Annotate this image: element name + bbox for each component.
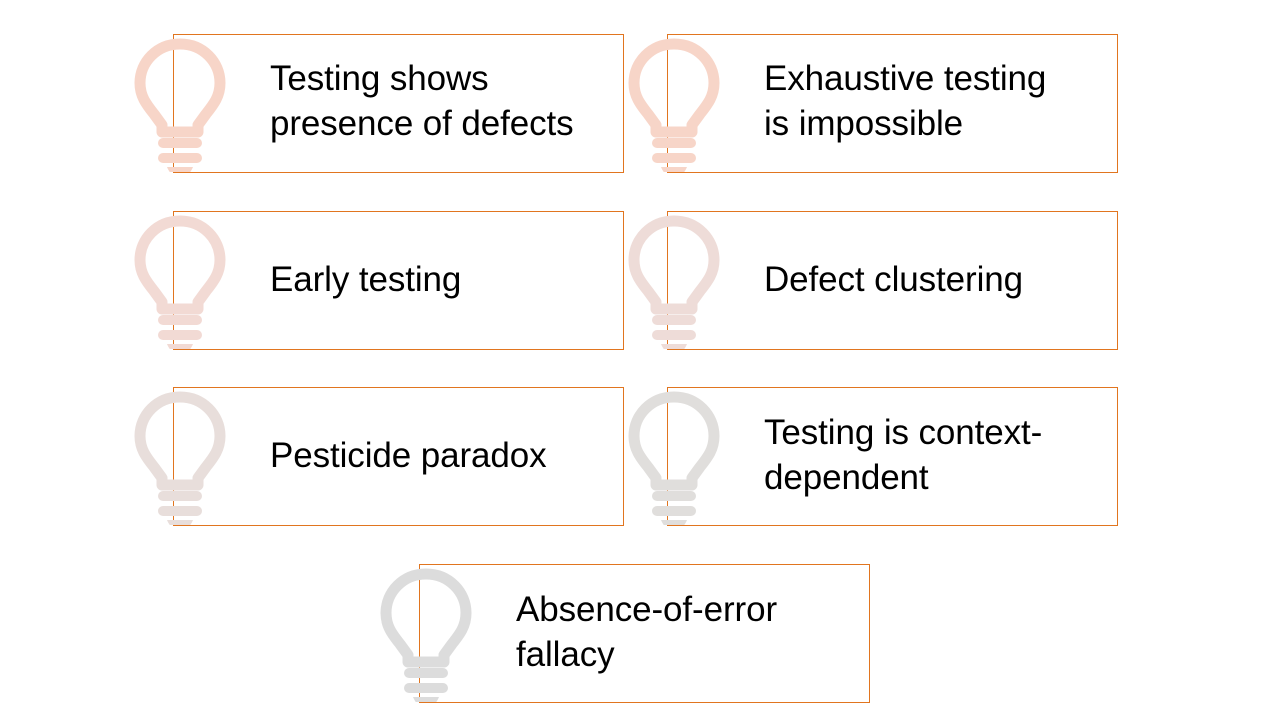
principle-card-label: Absence-of-error fallacy <box>516 589 778 674</box>
principle-card-label: Testing shows presence of defects <box>270 58 574 143</box>
principle-card-absence-of-error-fallacy[interactable]: Absence-of-error fallacy <box>380 564 870 703</box>
principle-card-testing-is-context-dependent[interactable]: Testing is context- dependent <box>628 387 1118 526</box>
principle-card-label: Testing is context- dependent <box>764 412 1043 497</box>
principle-card-label: Defect clustering <box>764 260 1023 300</box>
principle-card-testing-shows-presence-of-defects[interactable]: Testing shows presence of defects <box>134 34 624 173</box>
principle-card-label: Exhaustive testing is impossible <box>764 58 1047 143</box>
principle-card-defect-clustering[interactable]: Defect clustering <box>628 211 1118 350</box>
principle-card-label: Early testing <box>270 260 462 300</box>
principle-card-exhaustive-testing-is-impossible[interactable]: Exhaustive testing is impossible <box>628 34 1118 173</box>
principle-card-early-testing[interactable]: Early testing <box>134 211 624 350</box>
principle-card-label: Pesticide paradox <box>270 436 547 476</box>
principle-card-pesticide-paradox[interactable]: Pesticide paradox <box>134 387 624 526</box>
